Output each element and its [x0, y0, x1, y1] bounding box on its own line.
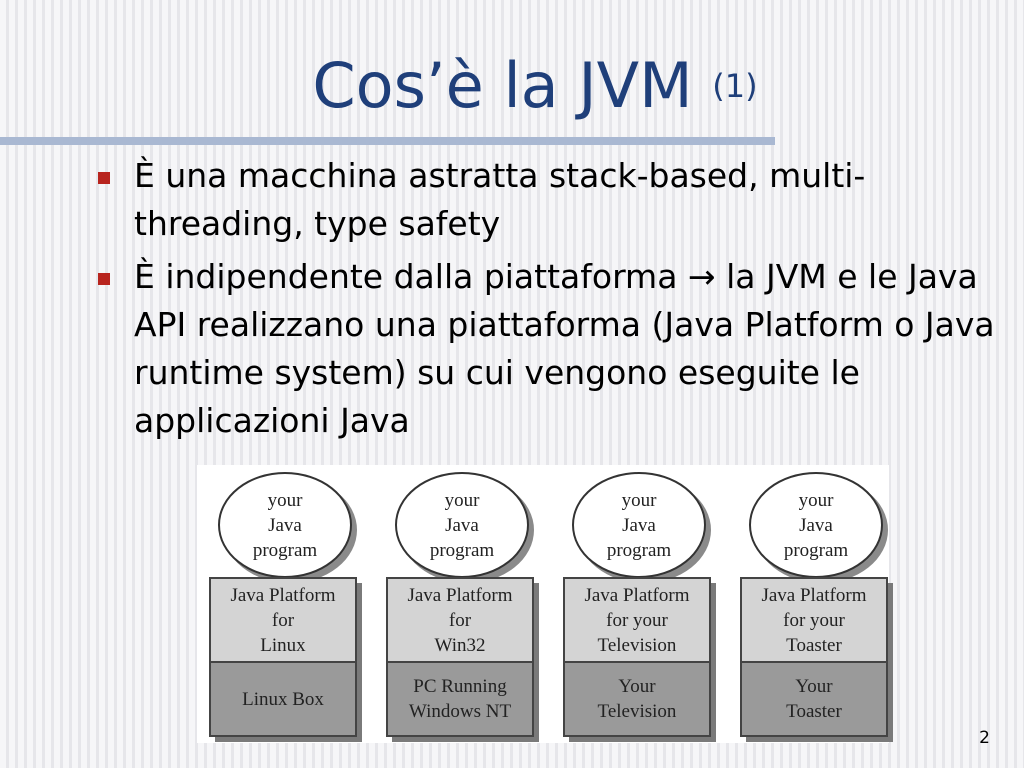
stack-shadow: [888, 583, 893, 742]
stack-shadow: [711, 583, 716, 742]
stack-shadow: [357, 583, 362, 742]
platform-stack-television: your Java program Java Platform for your…: [560, 465, 716, 743]
stack-shadow: [569, 737, 716, 742]
platform-stack-linux: your Java program Java Platform for Linu…: [206, 465, 362, 743]
host-line: Your: [618, 676, 656, 697]
platform-line: Linux: [260, 634, 306, 656]
stack-shadow: [215, 737, 362, 742]
page-number: 2: [979, 728, 990, 748]
bullet-list: È una macchina astratta stack-based, mul…: [96, 152, 996, 450]
host-line: PC Running: [413, 676, 507, 697]
oval-line: Java: [799, 514, 833, 536]
square-bullet-icon: [98, 273, 110, 285]
bullet-text-after-arrow: la JVM e le Java API realizzano una piat…: [134, 257, 995, 440]
square-bullet-icon: [98, 172, 110, 184]
oval-line: your: [267, 489, 303, 511]
host-box: Linux Box: [209, 661, 357, 737]
stack-shadow: [746, 737, 893, 742]
oval-line: Java: [268, 514, 302, 536]
oval-line: program: [606, 539, 672, 561]
platform-line: Java Platform: [761, 584, 867, 606]
java-platform-box: Java Platform for your Toaster: [740, 577, 888, 663]
oval-line: your: [621, 489, 657, 511]
right-arrow-icon: →: [687, 257, 716, 296]
oval-line: Java: [622, 514, 656, 536]
bullet-text: È una macchina astratta stack-based, mul…: [134, 156, 866, 243]
stack-shadow: [392, 737, 539, 742]
platform-line: Java Platform: [407, 584, 513, 606]
host-box: Your Toaster: [740, 661, 888, 737]
platform-line: Java Platform: [584, 584, 690, 606]
host-line: Your: [795, 676, 833, 697]
java-program-oval: your Java program: [749, 472, 883, 578]
stack-shadow: [534, 583, 539, 742]
java-program-oval: your Java program: [218, 472, 352, 578]
platform-stack-win32: your Java program Java Platform for Win3…: [383, 465, 539, 743]
platform-line: for: [271, 609, 295, 631]
oval-line: your: [444, 489, 480, 511]
slide-title: Cos’è la JVM (1): [0, 50, 1024, 122]
title-underline: [0, 137, 775, 145]
bullet-text-before-arrow: È indipendente dalla piattaforma: [134, 257, 678, 296]
bullet-item: È una macchina astratta stack-based, mul…: [96, 152, 996, 248]
java-platform-diagram: your Java program Java Platform for Linu…: [197, 465, 893, 743]
platform-line: for your: [606, 609, 668, 631]
oval-line: program: [783, 539, 849, 561]
platform-line: for your: [783, 609, 845, 631]
slide-title-suffix: (1): [712, 67, 758, 105]
oval-line: Java: [445, 514, 479, 536]
host-line: Windows NT: [408, 701, 512, 722]
host-line: Television: [597, 701, 677, 722]
platform-line: Television: [597, 634, 677, 656]
slide-title-text: Cos’è la JVM: [312, 49, 693, 122]
java-platform-box: Java Platform for Win32: [386, 577, 534, 663]
host-line: Linux Box: [242, 688, 324, 710]
platform-line: Win32: [434, 634, 486, 656]
platform-stack-toaster: your Java program Java Platform for your…: [737, 465, 893, 743]
java-program-oval: your Java program: [572, 472, 706, 578]
oval-line: your: [798, 489, 834, 511]
java-program-oval: your Java program: [395, 472, 529, 578]
oval-line: program: [252, 539, 318, 561]
host-box: PC Running Windows NT: [386, 661, 534, 737]
platform-line: Toaster: [786, 634, 842, 656]
java-platform-box: Java Platform for Linux: [209, 577, 357, 663]
java-platform-box: Java Platform for your Television: [563, 577, 711, 663]
bullet-item: È indipendente dalla piattaforma → la JV…: [96, 253, 996, 445]
platform-line: for: [448, 609, 472, 631]
platform-line: Java Platform: [230, 584, 336, 606]
host-box: Your Television: [563, 661, 711, 737]
host-line: Toaster: [786, 701, 842, 722]
oval-line: program: [429, 539, 495, 561]
